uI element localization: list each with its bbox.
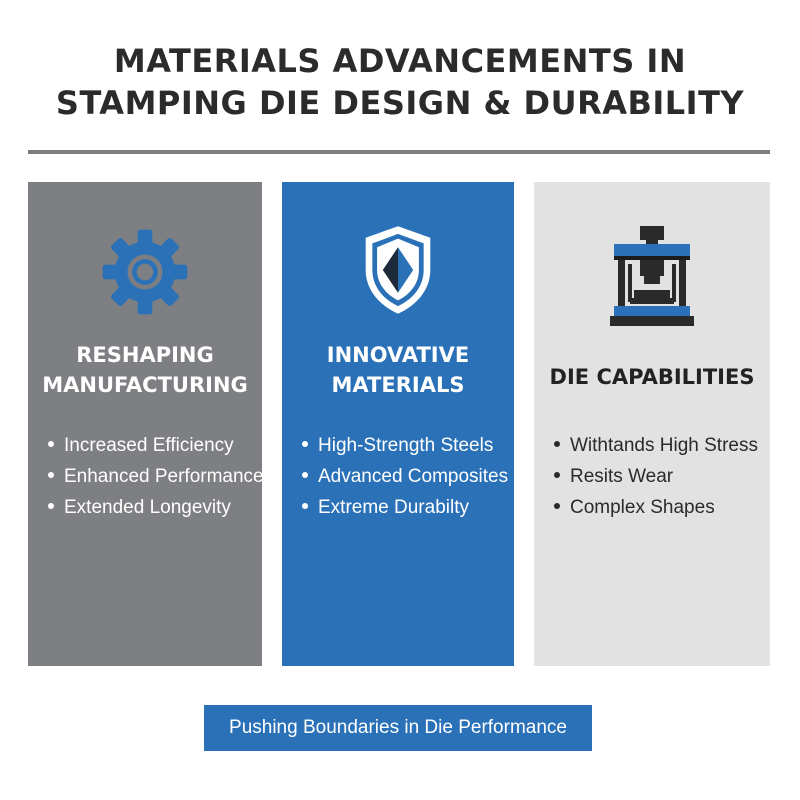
bullet-dot [48, 502, 54, 509]
bullet-list: Increased Efficiency Enhanced Performanc… [48, 430, 264, 523]
panel-heading: RESHAPING MANUFACTURING [28, 340, 262, 400]
stamping-press-icon-graphic [610, 226, 694, 326]
list-item: Increased Efficiency [48, 430, 264, 461]
list-item: Resits Wear [554, 461, 758, 492]
list-item: Extreme Durabilty [302, 492, 508, 523]
list-item: High-Strength Steels [302, 430, 508, 461]
footer-banner: Pushing Boundaries in Die Performance [204, 705, 592, 751]
gear-icon [28, 226, 262, 323]
bullet-dot [48, 440, 54, 447]
panel-heading-line-2: MANUFACTURING [42, 373, 248, 397]
list-item: Complex Shapes [554, 492, 758, 523]
list-item: Withtands High Stress [554, 430, 758, 461]
panel-heading-line-2: MATERIALS [331, 373, 465, 397]
list-item-text: Extended Longevity [64, 497, 231, 518]
panel-innovative-materials: INNOVATIVE MATERIALS High-Strength Steel… [282, 182, 514, 666]
panel-heading: DIE CAPABILITIES [534, 362, 770, 392]
list-item-text: Advanced Composites [318, 466, 509, 487]
bullet-dot [554, 471, 560, 478]
title-divider [28, 150, 770, 154]
list-item: Advanced Composites [302, 461, 508, 492]
bullet-dot [554, 502, 560, 509]
panel-reshaping-manufacturing: RESHAPING MANUFACTURING Increased Effici… [28, 182, 264, 666]
panel-heading-line-1: INNOVATIVE [326, 343, 470, 367]
page-title-line-2: STAMPING DIE DESIGN & DURABILITY [55, 84, 745, 122]
panel-heading-line-1: RESHAPING [76, 343, 214, 367]
bullet-list: High-Strength Steels Advanced Composites… [302, 430, 508, 523]
list-item-text: Resits Wear [570, 466, 674, 487]
list-item-text: Complex Shapes [570, 497, 715, 518]
bullet-list: Withtands High Stress Resits Wear Comple… [554, 430, 758, 523]
page-title: MATERIALS ADVANCEMENTS IN STAMPING DIE D… [0, 40, 800, 124]
bullet-dot [48, 471, 54, 478]
page-title-line-1: MATERIALS ADVANCEMENTS IN [113, 42, 687, 80]
list-item-text: Increased Efficiency [64, 435, 234, 456]
bullet-dot [554, 440, 560, 447]
list-item-text: Withtands High Stress [570, 435, 758, 456]
shield-diamond-icon-graphic [365, 226, 431, 314]
list-item-text: Extreme Durabilty [318, 497, 469, 518]
bullet-dot [302, 440, 308, 447]
gear-icon-graphic [102, 229, 188, 315]
list-item-text: High-Strength Steels [318, 435, 494, 456]
list-item: Enhanced Performance [48, 461, 264, 492]
shield-diamond-icon [282, 222, 514, 323]
panel-heading-line-1: DIE CAPABILITIES [549, 365, 755, 389]
bullet-dot [302, 502, 308, 509]
panel-die-capabilities: DIE CAPABILITIES Withtands High Stress R… [534, 182, 770, 666]
stamping-press-icon [534, 224, 770, 339]
list-item: Extended Longevity [48, 492, 264, 523]
panel-heading: INNOVATIVE MATERIALS [282, 340, 514, 400]
bullet-dot [302, 471, 308, 478]
list-item-text: Enhanced Performance [64, 466, 264, 487]
